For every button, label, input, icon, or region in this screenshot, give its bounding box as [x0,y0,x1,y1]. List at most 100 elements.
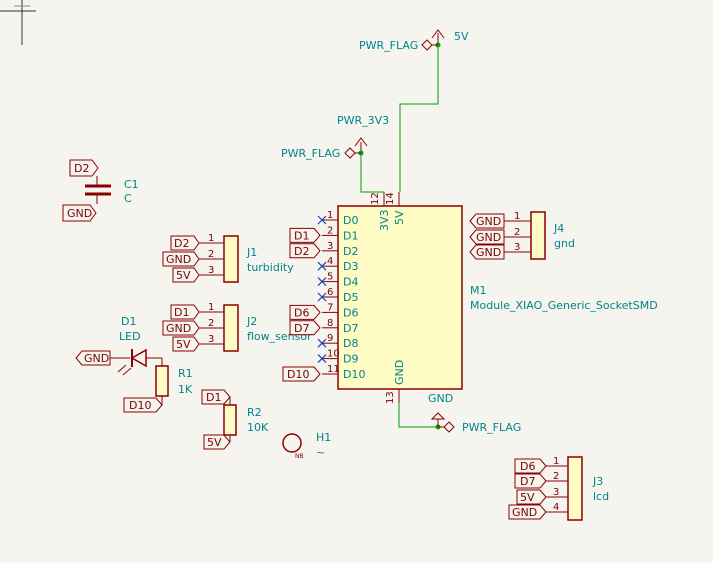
m1-pin-number: 10 [327,349,340,360]
mounting-hole-icon [282,433,302,453]
m1-pin-gnd-name: GND [393,360,406,385]
m1-pin-number: 8 [327,318,333,329]
m1-pin-14-num: 14 [385,192,396,205]
m1-pin-name: D7 [343,322,358,335]
j2-ref: J2 [246,315,257,328]
h1-badge: NB [295,453,304,460]
connector-j1[interactable]: D2 GND 5V 1 2 3 J1 turbidity [162,233,294,283]
m1-pin-number: 11 [327,364,340,375]
j3-label-shape-4 [508,504,547,520]
j4-label-3: GND [476,246,501,259]
c1-bottom-label: GND [67,207,92,220]
m1-pin-number: 3 [327,241,333,252]
r2-top-label: D1 [206,391,221,404]
r1-ref: R1 [178,367,193,380]
c1-ref: C1 [124,178,139,191]
r1-value: 1K [178,383,193,396]
r2-ref: R2 [247,406,262,419]
m1-net-label-shape [282,366,321,382]
j1-ref: J1 [246,246,257,259]
m1-pin-name: D4 [343,276,358,289]
j4-value: gnd [554,237,575,250]
m1-net-label-shape [289,304,321,320]
d1-value: LED [119,330,141,343]
m1-net-label-shape [289,243,321,259]
j2-value: flow_sensor [247,330,312,343]
power-5v[interactable]: 5V PWR_FLAG [359,29,469,52]
m1-body[interactable] [337,205,463,390]
m1-net-label-shape [289,320,321,336]
j3-label-1: D6 [520,460,535,473]
cursor-crosshair-icon [0,0,36,45]
d1-label: GND [84,352,109,365]
r1-label-shape [123,397,163,413]
m1-pin-name: D0 [343,214,358,227]
pwr-flag-diamond-icon [443,421,455,433]
no-connect-icon [317,261,327,271]
j3-pin-4: 4 [553,502,559,513]
m1-pin-name: D10 [343,368,365,381]
j3-pin-3: 3 [553,487,559,498]
connector-j2[interactable]: D1 GND 5V 1 2 3 J2 flow_sensor [162,302,312,352]
r1-label: D10 [129,399,151,412]
m1-pin-number: 4 [327,256,333,267]
j3-label-shape-1 [514,458,547,474]
m1-value: Module_XIAO_Generic_SocketSMD [470,299,658,312]
j4-label-1: GND [476,215,501,228]
mounting-hole-h1[interactable]: NB H1 ~ [282,431,331,460]
no-connect-icon [317,277,327,287]
power-gnd[interactable]: GND PWR_FLAG [428,392,521,434]
power-3v3[interactable]: PWR_3V3 PWR_FLAG [281,114,389,160]
m1-net-label: D10 [287,368,309,381]
m1-net-label: D6 [294,306,309,319]
no-connect-icon [317,338,327,348]
r2-bottom-label: 5V [207,436,222,449]
r2-top-label-shape [201,389,231,405]
j4-pin-2: 2 [514,227,520,238]
j2-label-shape-3 [172,336,200,352]
c1-bottom-label-shape [62,204,97,222]
j3-label-2: D7 [520,475,535,488]
connector-j4[interactable]: GND GND GND 1 2 3 J4 gnd [469,211,575,260]
j3-ref: J3 [592,475,603,488]
m1-pin-number: 1 [327,210,333,221]
j1-label-shape-1 [170,235,200,251]
power-arrow-icon [431,29,445,39]
j1-label-2: GND [166,253,191,266]
m1-pin-name: D6 [343,306,358,319]
led-light-arrows-icon [117,364,132,376]
m1-pin-name: D1 [343,229,358,242]
resistor-r2[interactable]: D1 5V R2 10K [201,389,269,450]
j4-pin-3: 3 [514,242,520,253]
j2-label-shape-1 [170,304,200,320]
m1-pin-name: D5 [343,291,358,304]
m1-pin-number: 7 [327,302,333,313]
capacitor-c1[interactable]: D2 GND C1 C [62,159,139,222]
led-d1[interactable]: GND D1 LED [75,315,163,376]
j2-pin-2: 2 [208,318,214,329]
j3-label-3: 5V [520,491,535,504]
j2-label-1: D1 [174,306,189,319]
pwr-flag-diamond-icon [344,147,356,159]
d1-ref: D1 [121,315,136,328]
connector-j3[interactable]: D6 D7 5V GND 1 2 3 4 J3 lcd [508,456,609,521]
m1-pin-number: 2 [327,225,333,236]
j4-label-2: GND [476,231,501,244]
ground-icon [430,412,446,420]
j1-label-1: D2 [174,237,189,250]
m1-pin-name: D9 [343,353,358,366]
j1-label-shape-3 [172,267,200,283]
j1-label-shape-2 [162,251,200,267]
m1-pin-3v3-name: 3V3 [378,209,391,231]
r2-value: 10K [247,421,269,434]
j3-pin-1: 1 [553,456,559,467]
j1-value: turbidity [247,261,294,274]
h1-value: ~ [316,446,325,459]
resistor-r1[interactable]: D10 R1 1K [123,365,193,413]
j4-pin-1: 1 [514,211,520,222]
j4-ref: J4 [553,222,564,235]
pwr-flag-diamond-icon [421,39,433,51]
